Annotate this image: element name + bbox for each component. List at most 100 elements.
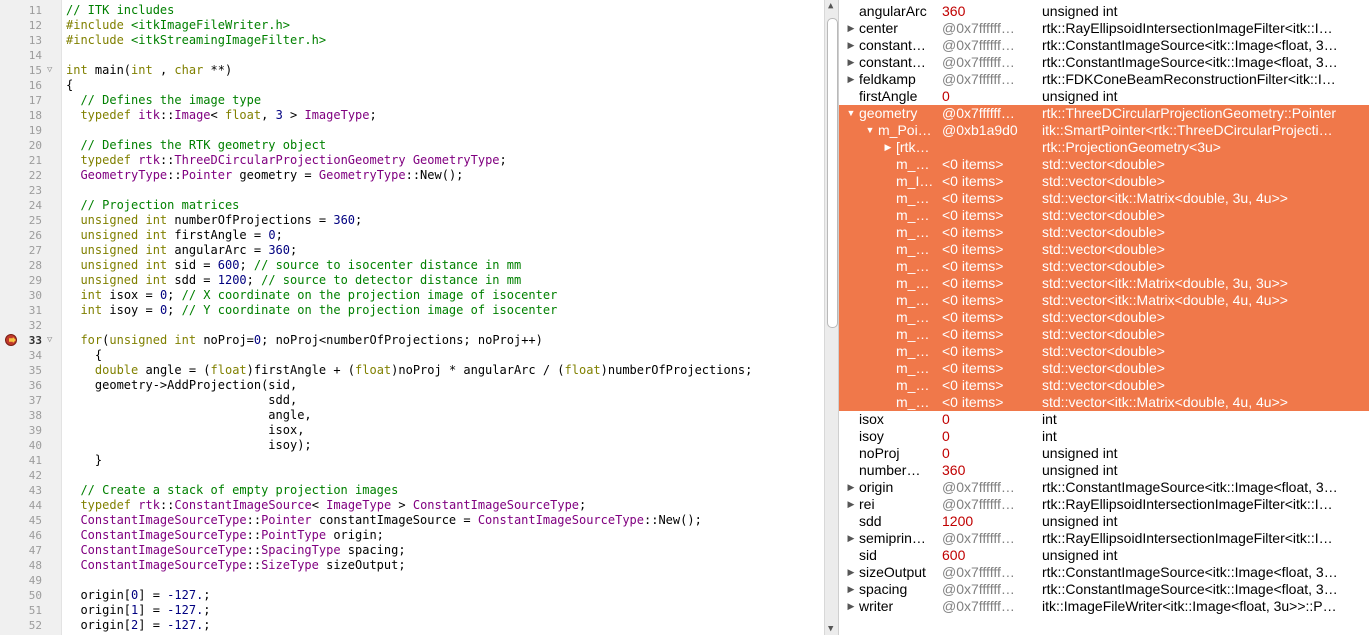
expand-arrow-icon[interactable]: ▶: [847, 23, 855, 33]
code-line[interactable]: 39 isox,: [0, 423, 824, 438]
locals-row[interactable]: m_…<0 items>std::vector<itk::Matrix<doub…: [839, 394, 1369, 411]
code-line[interactable]: 24 // Projection matrices: [0, 198, 824, 213]
fold-triangle-icon[interactable]: ▽: [47, 335, 53, 345]
locals-row[interactable]: ▶constant…@0x7ffffff…rtk::ConstantImageS…: [839, 54, 1369, 71]
code-line[interactable]: 14: [0, 48, 824, 63]
expand-arrow-icon[interactable]: ▶: [847, 533, 855, 543]
code-line[interactable]: 31 int isoy = 0; // Y coordinate on the …: [0, 303, 824, 318]
breakpoint-arrow-icon[interactable]: [5, 334, 17, 346]
code-line[interactable]: 20 // Defines the RTK geometry object: [0, 138, 824, 153]
code-line[interactable]: 11// ITK includes: [0, 3, 824, 18]
locals-row[interactable]: ▶spacing@0x7ffffff…rtk::ConstantImageSou…: [839, 581, 1369, 598]
locals-row[interactable]: m_I…<0 items>std::vector<double>: [839, 173, 1369, 190]
code-line[interactable]: 40 isoy);: [0, 438, 824, 453]
locals-row[interactable]: m_…<0 items>std::vector<itk::Matrix<doub…: [839, 275, 1369, 292]
locals-row[interactable]: m_…<0 items>std::vector<double>: [839, 258, 1369, 275]
locals-row[interactable]: m_…<0 items>std::vector<double>: [839, 224, 1369, 241]
code-line[interactable]: 37 sdd,: [0, 393, 824, 408]
locals-row[interactable]: ▶sizeOutput@0x7ffffff…rtk::ConstantImage…: [839, 564, 1369, 581]
locals-row[interactable]: m_…<0 items>std::vector<double>: [839, 343, 1369, 360]
code-line[interactable]: 33▽ for(unsigned int noProj=0; noProj<nu…: [0, 333, 824, 348]
code-line[interactable]: 17 // Defines the image type: [0, 93, 824, 108]
expand-arrow-icon[interactable]: ▶: [847, 499, 855, 509]
locals-row[interactable]: m_…<0 items>std::vector<itk::Matrix<doub…: [839, 292, 1369, 309]
locals-row[interactable]: m_…<0 items>std::vector<double>: [839, 377, 1369, 394]
expand-arrow-icon[interactable]: ▶: [847, 584, 855, 594]
code-line[interactable]: 25 unsigned int numberOfProjections = 36…: [0, 213, 824, 228]
locals-row[interactable]: m_…<0 items>std::vector<double>: [839, 326, 1369, 343]
code-line[interactable]: 13#include <itkStreamingImageFilter.h>: [0, 33, 824, 48]
locals-row[interactable]: ▶rei@0x7ffffff…rtk::RayEllipsoidIntersec…: [839, 496, 1369, 513]
code-line[interactable]: 27 unsigned int angularArc = 360;: [0, 243, 824, 258]
locals-row[interactable]: ▶writer@0x7ffffff…itk::ImageFileWriter<i…: [839, 598, 1369, 615]
code-line[interactable]: 28 unsigned int sid = 600; // source to …: [0, 258, 824, 273]
expand-arrow-icon[interactable]: ▶: [847, 567, 855, 577]
code-line[interactable]: 49: [0, 573, 824, 588]
code-line[interactable]: 16{: [0, 78, 824, 93]
code-line[interactable]: 47 ConstantImageSourceType::SpacingType …: [0, 543, 824, 558]
code-line[interactable]: 19: [0, 123, 824, 138]
code-line[interactable]: 42: [0, 468, 824, 483]
code-line[interactable]: 50 origin[0] = -127.;: [0, 588, 824, 603]
expand-arrow-icon[interactable]: ▶: [884, 142, 892, 152]
code-line[interactable]: 21 typedef rtk::ThreeDCircularProjection…: [0, 153, 824, 168]
editor-scrollbar[interactable]: ▲ ▼: [824, 0, 838, 635]
scroll-down-arrow-icon[interactable]: ▼: [828, 624, 834, 634]
locals-row[interactable]: m_…<0 items>std::vector<double>: [839, 207, 1369, 224]
code-line[interactable]: 36 geometry->AddProjection(sid,: [0, 378, 824, 393]
code-line[interactable]: 26 unsigned int firstAngle = 0;: [0, 228, 824, 243]
code-line[interactable]: 46 ConstantImageSourceType::PointType or…: [0, 528, 824, 543]
fold-triangle-icon[interactable]: ▽: [47, 65, 53, 75]
locals-row[interactable]: ▼geometry@0x7ffffff…rtk::ThreeDCircularP…: [839, 105, 1369, 122]
code-line[interactable]: 43 // Create a stack of empty projection…: [0, 483, 824, 498]
expand-arrow-icon[interactable]: ▶: [847, 40, 855, 50]
locals-row[interactable]: ▶origin@0x7ffffff…rtk::ConstantImageSour…: [839, 479, 1369, 496]
collapse-arrow-icon[interactable]: ▼: [846, 108, 856, 118]
expand-arrow-icon[interactable]: ▶: [847, 74, 855, 84]
collapse-arrow-icon[interactable]: ▼: [865, 125, 875, 135]
code-line[interactable]: 34 {: [0, 348, 824, 363]
code-line[interactable]: 30 int isox = 0; // X coordinate on the …: [0, 288, 824, 303]
expand-arrow-icon[interactable]: ▶: [847, 482, 855, 492]
code-line[interactable]: 32: [0, 318, 824, 333]
locals-row[interactable]: m_…<0 items>std::vector<double>: [839, 309, 1369, 326]
expand-arrow-icon[interactable]: ▶: [847, 57, 855, 67]
code-line[interactable]: 35 double angle = (float)firstAngle + (f…: [0, 363, 824, 378]
locals-row[interactable]: m_…<0 items>std::vector<double>: [839, 156, 1369, 173]
code-line[interactable]: 22 GeometryType::Pointer geometry = Geom…: [0, 168, 824, 183]
code-line[interactable]: 18 typedef itk::Image< float, 3 > ImageT…: [0, 108, 824, 123]
code-line[interactable]: 52 origin[2] = -127.;: [0, 618, 824, 633]
code-line[interactable]: 38 angle,: [0, 408, 824, 423]
locals-row[interactable]: ▶[rtk…rtk::ProjectionGeometry<3u>: [839, 139, 1369, 156]
locals-row[interactable]: m_…<0 items>std::vector<itk::Matrix<doub…: [839, 190, 1369, 207]
code-line[interactable]: 41 }: [0, 453, 824, 468]
locals-row[interactable]: m_…<0 items>std::vector<double>: [839, 241, 1369, 258]
scroll-up-arrow-icon[interactable]: ▲: [828, 1, 834, 11]
locals-row[interactable]: ▶center@0x7ffffff…rtk::RayEllipsoidInter…: [839, 20, 1369, 37]
locals-row[interactable]: m_…<0 items>std::vector<double>: [839, 360, 1369, 377]
line-number-gutter[interactable]: [0, 0, 62, 635]
code-line[interactable]: 45 ConstantImageSourceType::Pointer cons…: [0, 513, 824, 528]
code-line[interactable]: 29 unsigned int sdd = 1200; // source to…: [0, 273, 824, 288]
editor-scrollbar-thumb[interactable]: [827, 18, 838, 328]
locals-row[interactable]: ▶feldkamp@0x7ffffff…rtk::FDKConeBeamReco…: [839, 71, 1369, 88]
code-line[interactable]: 51 origin[1] = -127.;: [0, 603, 824, 618]
code-line[interactable]: 15▽int main(int , char **): [0, 63, 824, 78]
code-line[interactable]: 23: [0, 183, 824, 198]
locals-row[interactable]: ▶semiprin…@0x7ffffff…rtk::RayEllipsoidIn…: [839, 530, 1369, 547]
code-line[interactable]: 12#include <itkImageFileWriter.h>: [0, 18, 824, 33]
locals-row[interactable]: ▶constant…@0x7ffffff…rtk::ConstantImageS…: [839, 37, 1369, 54]
code-line[interactable]: 44 typedef rtk::ConstantImageSource< Ima…: [0, 498, 824, 513]
code-line[interactable]: 48 ConstantImageSourceType::SizeType siz…: [0, 558, 824, 573]
